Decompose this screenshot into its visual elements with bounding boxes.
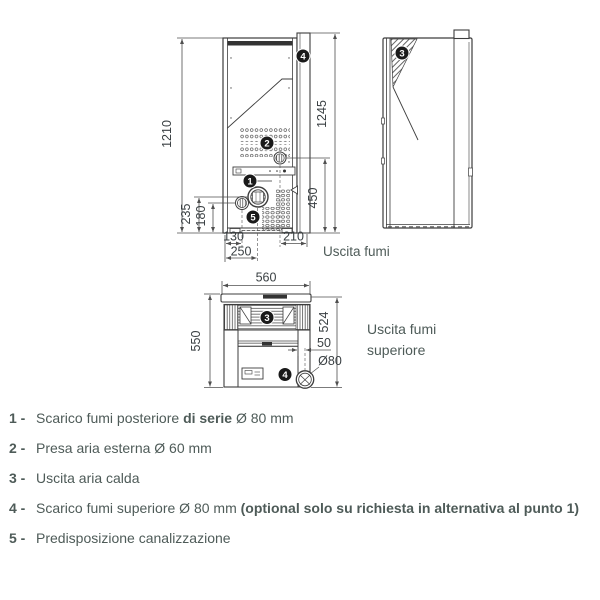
technical-diagram: 1210 235 180 1245 450 130 250 210 Uscita… xyxy=(160,29,473,389)
legend-item-3-pre: Uscita aria calda xyxy=(36,470,140,486)
rear-view xyxy=(222,32,311,234)
rivet-dots xyxy=(230,57,290,163)
dim-label-524: 524 xyxy=(317,312,331,333)
callout-5-number: 5 xyxy=(250,212,256,223)
rear-flue-outlet xyxy=(247,186,269,208)
rear-dimensions xyxy=(177,32,340,262)
callout-1-rear: 1 xyxy=(242,173,272,189)
legend-item-3-text: Uscita aria calda xyxy=(36,470,140,487)
rear-base xyxy=(227,227,293,233)
legend-item-4-bold: (optional solo su richiesta in alternati… xyxy=(240,500,580,516)
callout-4-top: 4 xyxy=(277,367,293,382)
legend-item-2: 2 - Presa aria esterna Ø 60 mm xyxy=(9,440,594,457)
legend-item-4: 4 - Scarico fumi superiore Ø 80 mm (opti… xyxy=(9,500,594,517)
label-uscita-fumi-superiore-line2: superiore xyxy=(367,342,426,358)
callout-3-number: 3 xyxy=(264,313,269,324)
hinge-mark xyxy=(381,117,385,125)
dim-label-450: 450 xyxy=(306,188,320,209)
label-uscita-fumi: Uscita fumi xyxy=(323,244,390,259)
door-latch xyxy=(262,342,272,346)
grille-bracket xyxy=(282,306,295,325)
grille-bracket xyxy=(239,306,252,325)
callout-1-number: 1 xyxy=(247,176,253,187)
legend-item-2-text: Presa aria esterna Ø 60 mm xyxy=(36,440,212,457)
side-view xyxy=(381,29,473,229)
legend-item-5-text: Predisposizione canalizzazione xyxy=(36,530,231,547)
dim-label-560: 560 xyxy=(256,271,277,285)
legend-item-5-pre: Predisposizione canalizzazione xyxy=(36,530,231,546)
callout-4-number: 4 xyxy=(300,51,306,62)
legend-item-3: 3 - Uscita aria calda xyxy=(9,470,594,487)
legend-item-1-marker: 1 - xyxy=(9,410,26,426)
dim-label-235: 235 xyxy=(179,204,193,225)
callout-3-number: 3 xyxy=(399,48,404,59)
legend-item-1: 1 - Scarico fumi posteriore di serie Ø 8… xyxy=(9,410,594,427)
legend-item-3-marker: 3 - xyxy=(9,470,26,486)
side-notch xyxy=(468,167,473,177)
dim-label-250: 250 xyxy=(231,245,252,259)
terminal-strip xyxy=(232,166,296,176)
dim-label-180: 180 xyxy=(194,206,208,227)
legend-item-2-pre: Presa aria esterna Ø 60 mm xyxy=(36,440,212,456)
dim-label-diameter-80: Ø80 xyxy=(318,354,342,368)
dim-label-1210: 1210 xyxy=(160,120,174,148)
rear-diagonal-seam xyxy=(226,78,293,129)
slot-vent-grid xyxy=(262,207,276,230)
dim-label-1245: 1245 xyxy=(315,100,329,128)
dim-label-130: 130 xyxy=(223,230,244,244)
side-notch-marker xyxy=(290,185,298,195)
callout-3-side: 3 xyxy=(394,45,410,61)
canalization-port xyxy=(235,196,249,210)
rear-top-band xyxy=(227,41,293,46)
legend-item-1-text: Scarico fumi posteriore di serie Ø 80 mm xyxy=(36,410,294,427)
callout-4-rear: 4 xyxy=(295,48,311,64)
label-uscita-fumi-superiore-line1: Uscita fumi xyxy=(367,321,436,337)
legend-item-1-post: Ø 80 mm xyxy=(232,410,294,426)
legend-item-5: 5 - Predisposizione canalizzazione xyxy=(9,530,594,547)
top-dimensions xyxy=(204,281,342,388)
top-view xyxy=(220,293,315,389)
control-panel xyxy=(241,367,264,380)
hinge-mark xyxy=(381,157,385,165)
callout-3-top: 3 xyxy=(259,310,275,325)
legend: 1 - Scarico fumi posteriore di serie Ø 8… xyxy=(9,410,594,560)
dim-label-550: 550 xyxy=(189,331,203,352)
legend-item-4-pre: Scarico fumi superiore Ø 80 mm xyxy=(36,500,241,516)
lid-slot xyxy=(263,294,287,299)
callout-2-number: 2 xyxy=(264,138,269,149)
legend-item-4-marker: 4 - xyxy=(9,500,26,516)
dim-label-210: 210 xyxy=(283,230,304,244)
legend-item-1-bold: di serie xyxy=(183,410,233,426)
legend-item-4-text: Scarico fumi superiore Ø 80 mm (optional… xyxy=(36,500,579,517)
legend-item-1-pre: Scarico fumi posteriore xyxy=(36,410,184,426)
vent-hole-grid xyxy=(240,128,290,142)
callout-2-rear: 2 xyxy=(259,135,275,151)
legend-item-2-marker: 2 - xyxy=(9,440,26,456)
slot-vent-grid xyxy=(276,189,290,230)
legend-item-5-marker: 5 - xyxy=(9,530,26,546)
callout-4-number: 4 xyxy=(282,370,288,381)
side-body-outline xyxy=(382,37,473,229)
top-flue-stub xyxy=(453,29,470,40)
dim-label-50: 50 xyxy=(317,336,331,350)
callout-5-rear: 5 xyxy=(245,209,261,225)
